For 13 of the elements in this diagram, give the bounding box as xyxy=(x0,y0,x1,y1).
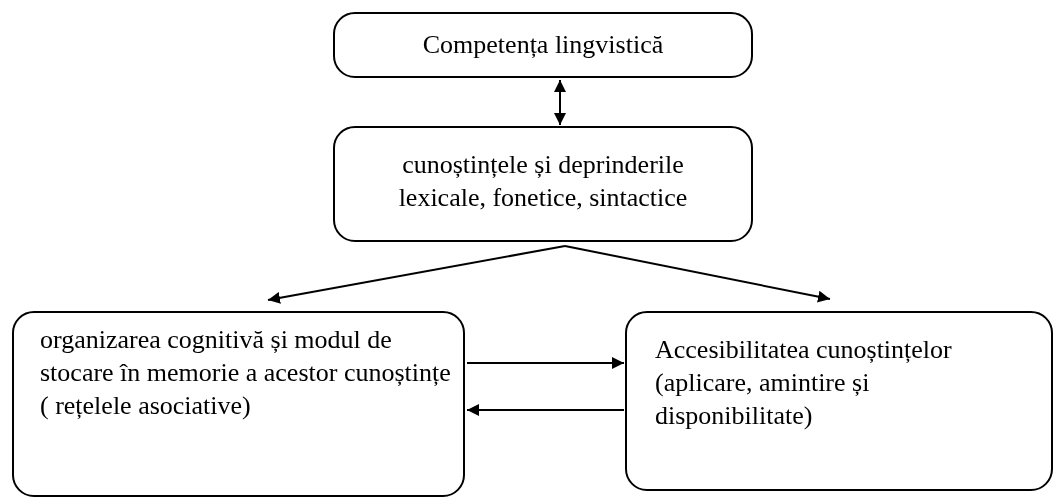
rounded-box xyxy=(625,311,1053,491)
box-text: organizarea cognitivă și modul de stocare în memorie a acestor cunoștințe ( rețelele asociative) xyxy=(40,324,451,423)
box-text: Competența lingvistică xyxy=(421,29,665,61)
arrow xyxy=(466,404,625,416)
rounded-box xyxy=(333,12,753,78)
rounded-box xyxy=(333,126,753,242)
arrow xyxy=(466,357,625,369)
arrow xyxy=(554,79,566,126)
arrow xyxy=(564,245,831,303)
arrow xyxy=(267,245,566,304)
box-text: Accesibilitatea cunoștințelor (aplicare, amintire și disponibilitate) xyxy=(655,334,953,433)
box-text: cunoștințele și deprinderile lexicale, fonetice, sintactice xyxy=(397,149,689,214)
rounded-box xyxy=(12,311,465,497)
